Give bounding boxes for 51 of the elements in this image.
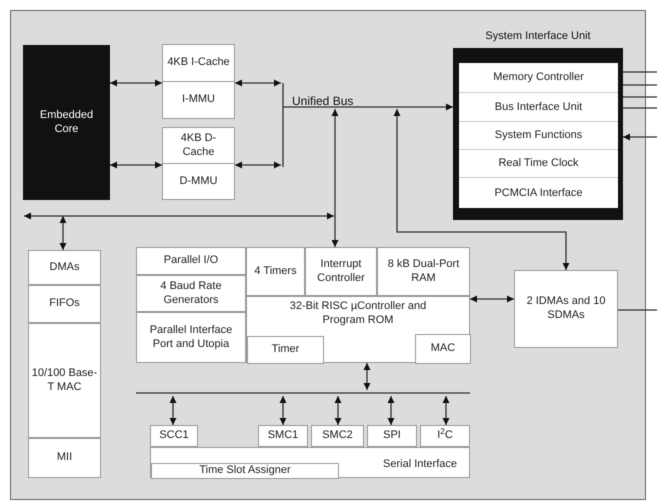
module-block: Interrupt Controller [305,247,377,296]
connector-arrow [334,396,342,425]
module-block: Parallel I/O [136,247,246,275]
connector-arrow [364,363,370,390]
module-block: 2 IDMAs and 10 SDMAs [514,270,618,348]
unit-heading: System Interface Unit [484,29,592,44]
interface-block [150,447,470,478]
core-block: Embedded Core [23,45,110,200]
section-label: I-MMU [163,81,234,118]
module-block: 8 kB Dual-Port RAM [377,247,470,296]
assigner-block: Time Slot Assigner [151,463,339,479]
module-block: 10/100 Base-T MAC [28,323,101,438]
module-block: 4 Timers [246,247,305,296]
module-block: Parallel Interface Port and Utopia [136,312,246,363]
bus-label: Unified Bus [292,93,354,110]
controller-block [246,296,470,363]
connector-arrow [332,109,338,247]
module-block: DMAs [28,250,101,285]
bus-line [23,211,335,221]
connector-arrow [420,104,453,110]
bus-line [136,390,470,396]
connector-arrow [280,396,286,425]
module-block: SPI [367,425,417,447]
module-block: Timer [247,336,324,364]
module-block: I$^{2}$C [420,425,470,447]
section-label: 4KB I-Cache [166,55,231,70]
connector-arrow [394,109,570,270]
connector-arrow [110,80,162,86]
connector-arrow [470,296,514,302]
connector-arrow [442,396,450,425]
block-label: Serial Interface [383,458,457,472]
module-block: FIFOs [28,285,101,323]
module-block: MII [28,438,101,478]
module-block: SMC2 [311,425,364,447]
bus-line [281,81,420,169]
connector-arrow [170,396,176,425]
block-label: 32-Bit RISC µController and Program ROM [288,300,428,328]
module-block: MAC [415,334,471,364]
cache-block [162,127,235,200]
module-block: 4 Baud Rate Generators [136,275,246,312]
connector-arrow [60,216,66,250]
connector-arrow [388,396,394,425]
section-label: 4KB D-Cache [180,130,218,160]
connector-arrow [235,80,281,86]
connector-arrow [235,162,281,168]
cache-block [162,44,235,119]
section-label: D-MMU [163,163,234,199]
connector-arrow [623,134,657,140]
module-block: SMC1 [258,425,308,447]
module-block: SCC1 [150,425,198,447]
connector-arrow [110,162,162,168]
